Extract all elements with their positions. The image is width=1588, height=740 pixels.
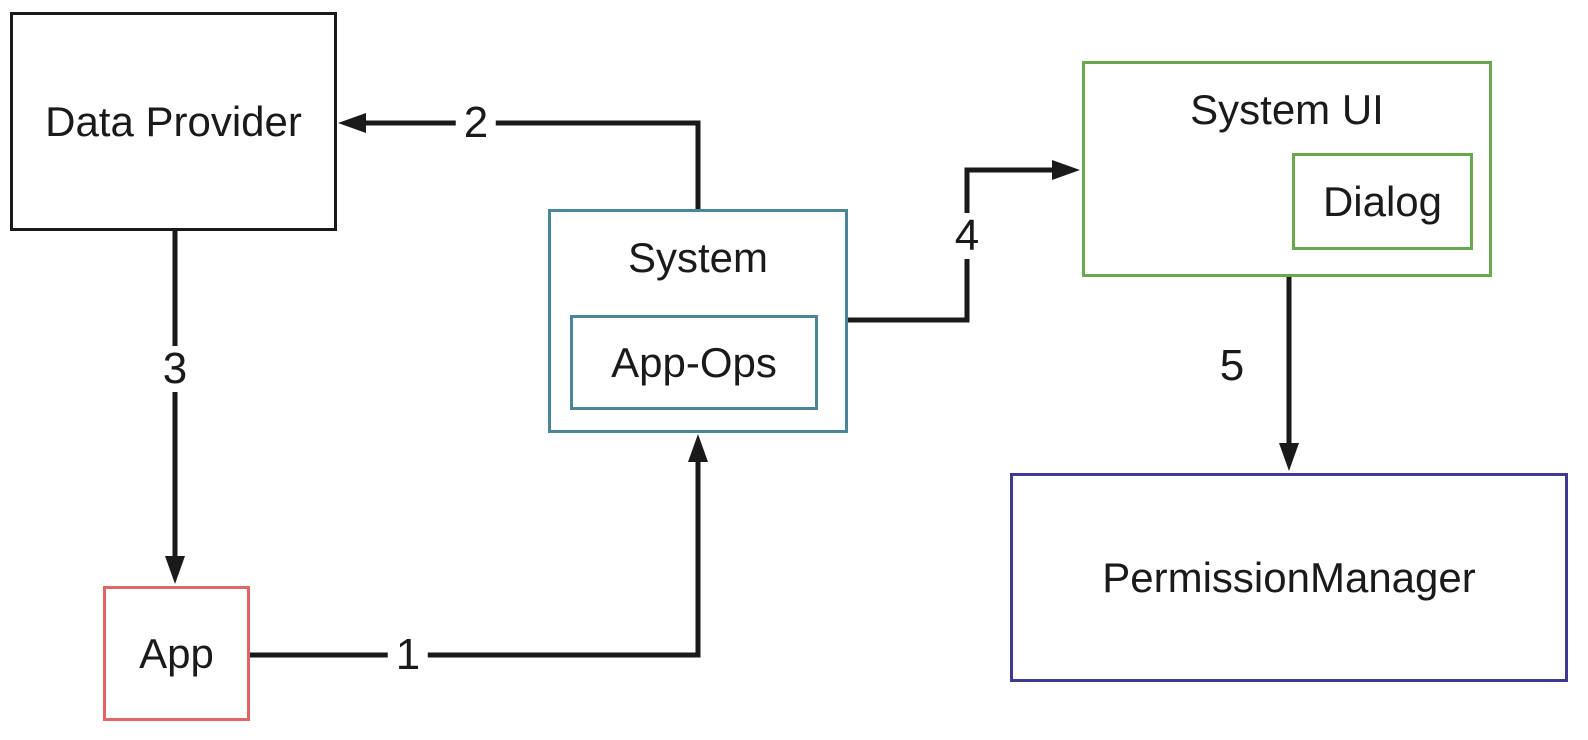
edge-2-line <box>364 120 701 209</box>
node-dialog: Dialog <box>1292 153 1473 250</box>
edge-5-label: 5 <box>1211 343 1253 389</box>
edge-1-arrowhead <box>688 434 708 462</box>
edge-4-arrowhead <box>1052 160 1080 180</box>
edge-2-arrowhead <box>338 113 366 133</box>
node-app: App <box>103 586 250 721</box>
edge-3-arrowhead <box>165 556 185 584</box>
node-label-permission-manager: PermissionManager <box>1102 553 1476 601</box>
edge-2-label: 2 <box>455 100 497 146</box>
node-label-app: App <box>139 629 214 677</box>
node-label-system-ui: System UI <box>1190 86 1384 133</box>
edge-3-label: 3 <box>154 346 196 392</box>
node-data-provider: Data Provider <box>10 12 337 231</box>
node-label-app-ops: App-Ops <box>611 338 777 386</box>
node-label-dialog: Dialog <box>1322 177 1443 225</box>
node-app-ops: App-Ops <box>570 315 818 410</box>
edge-5-arrowhead <box>1279 443 1299 471</box>
node-label-data-provider: Data Provider <box>45 97 302 145</box>
edge-1-line <box>250 460 701 658</box>
node-system-ui: System UI Dialog <box>1082 61 1492 277</box>
node-label-system: System <box>627 234 769 281</box>
node-system: System App-Ops <box>548 209 848 433</box>
edge-1-label: 1 <box>387 632 429 678</box>
node-permission-manager: PermissionManager <box>1010 473 1568 682</box>
edge-4-label: 4 <box>946 213 988 259</box>
